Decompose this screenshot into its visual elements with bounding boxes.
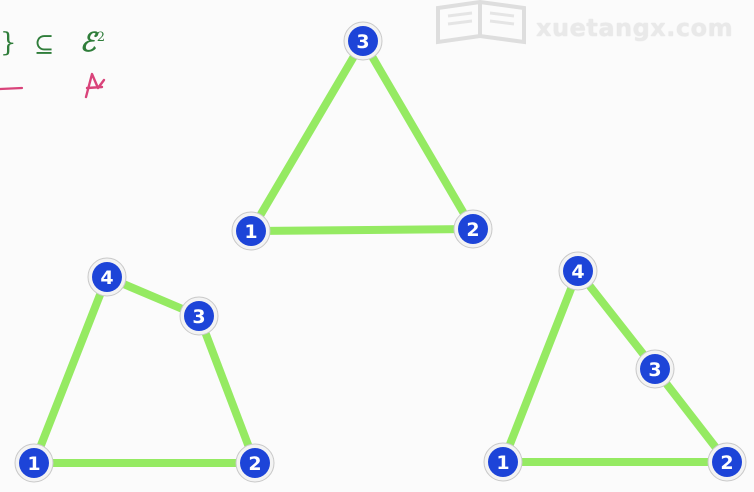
edge-1-2 bbox=[250, 225, 474, 235]
node-label: 3 bbox=[648, 359, 661, 381]
annotation-mark-icon bbox=[84, 72, 106, 99]
edge-4-1 bbox=[499, 269, 582, 464]
edge-3-1 bbox=[247, 38, 367, 234]
node-1: 1 bbox=[14, 443, 54, 483]
node-disc bbox=[563, 256, 593, 286]
node-1: 1 bbox=[231, 211, 271, 251]
set-symbol: ℰ2 bbox=[80, 28, 105, 58]
node-2: 2 bbox=[707, 442, 747, 482]
node-4: 4 bbox=[87, 257, 127, 297]
formula-brace: } bbox=[0, 28, 17, 58]
handwritten-annotations bbox=[0, 72, 106, 99]
node-3: 3 bbox=[179, 296, 219, 336]
graph-top: 1 2 3 bbox=[231, 21, 493, 251]
node-2: 2 bbox=[453, 209, 493, 249]
node-label: 4 bbox=[571, 261, 584, 283]
node-1: 1 bbox=[483, 442, 523, 482]
set-exponent: 2 bbox=[96, 30, 106, 46]
node-disc bbox=[458, 214, 488, 244]
node-disc bbox=[712, 447, 742, 477]
subset-symbol: ⊆ bbox=[34, 30, 55, 58]
edge-4-1 bbox=[30, 275, 111, 465]
graph-right: 1 2 3 4 bbox=[483, 251, 747, 482]
set-letter: ℰ bbox=[80, 28, 96, 58]
node-4: 4 bbox=[558, 251, 598, 291]
node-disc bbox=[348, 26, 378, 56]
node-disc bbox=[240, 448, 270, 478]
watermark-text: xuetangx.com bbox=[536, 14, 734, 42]
node-3: 3 bbox=[635, 349, 675, 389]
graph-left: 1 2 3 4 bbox=[14, 257, 275, 483]
node-label: 3 bbox=[192, 306, 205, 328]
node-2: 2 bbox=[235, 443, 275, 483]
node-label: 4 bbox=[100, 267, 113, 289]
node-disc bbox=[236, 216, 266, 246]
red-underline bbox=[0, 86, 24, 91]
node-disc bbox=[92, 262, 122, 292]
node-disc bbox=[488, 447, 518, 477]
node-label: 2 bbox=[466, 219, 479, 241]
node-3: 3 bbox=[343, 21, 383, 61]
book-logo-icon bbox=[436, 0, 526, 45]
watermark: xuetangx.com bbox=[428, 0, 754, 48]
edge-2-3 bbox=[195, 314, 259, 465]
node-label: 1 bbox=[244, 221, 257, 243]
node-label: 3 bbox=[356, 31, 369, 53]
node-disc bbox=[19, 448, 49, 478]
node-disc bbox=[184, 301, 214, 331]
edge-2-3 bbox=[359, 38, 477, 232]
edge-3-4 bbox=[574, 268, 659, 372]
node-label: 2 bbox=[720, 452, 733, 474]
node-label: 1 bbox=[27, 453, 40, 475]
node-disc bbox=[640, 354, 670, 384]
node-label: 2 bbox=[248, 453, 261, 475]
node-label: 1 bbox=[496, 452, 509, 474]
edge-2-3 bbox=[651, 366, 731, 465]
